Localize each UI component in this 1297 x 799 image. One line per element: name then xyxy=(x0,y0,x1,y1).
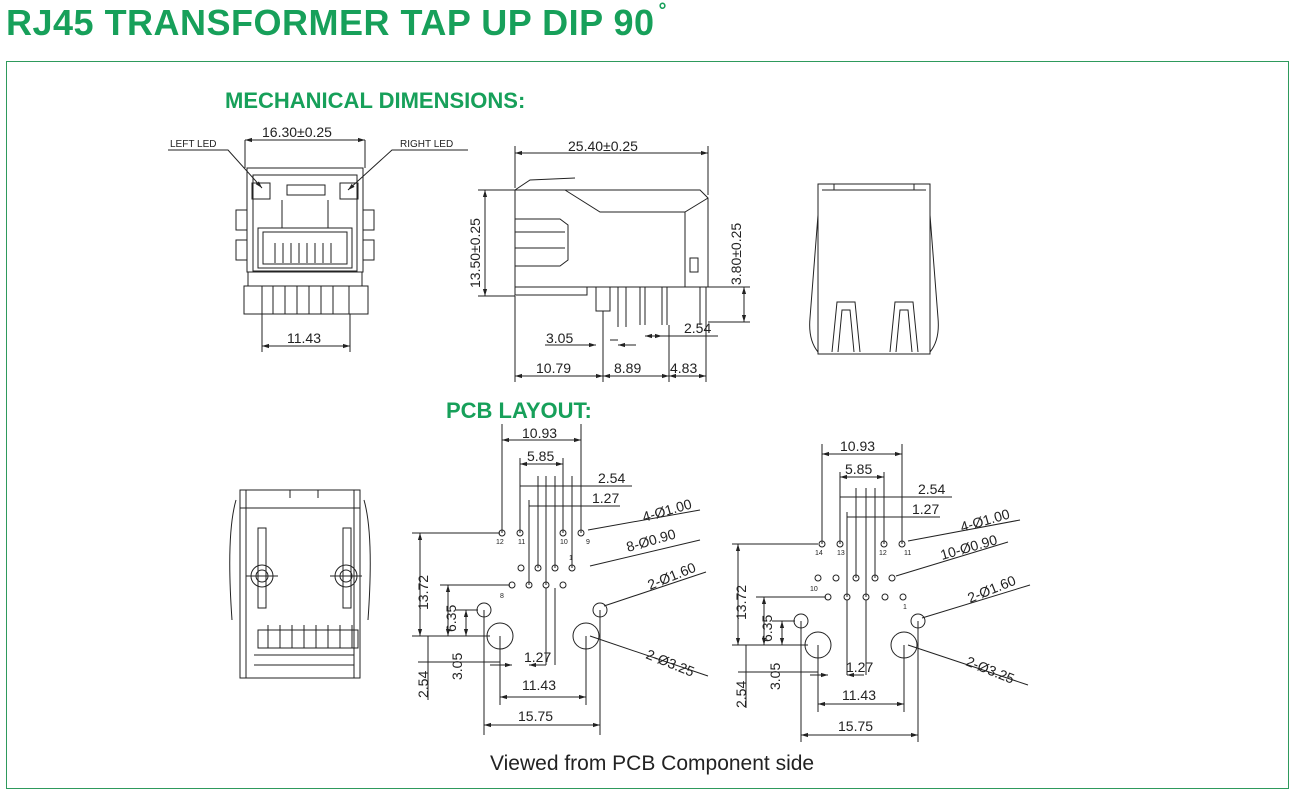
pcb-right-pin-13: 13 xyxy=(837,550,845,557)
pcb-left-pin-10: 10 xyxy=(560,539,568,546)
side-length-dimension: 25.40±0.25 xyxy=(568,138,638,154)
pcb-left-v-254: 2.54 xyxy=(415,671,431,698)
pcb-right-b-1575: 15.75 xyxy=(838,718,873,734)
page-title: RJ45 TRANSFORMER TAP UP DIP 90° xyxy=(6,0,667,43)
pcb-left-hole-2a: 2-Ø1.60 xyxy=(645,559,698,593)
pcb-left-b-127: 1.27 xyxy=(524,649,551,665)
pcb-right-hole-10: 10-Ø0.90 xyxy=(938,531,999,563)
pcb-right-pin-14: 14 xyxy=(815,550,823,557)
side-bottom-dim-1: 10.79 xyxy=(536,360,571,376)
degree-symbol: ° xyxy=(658,0,667,22)
pcb-right-pin-10: 10 xyxy=(810,586,818,593)
pcb-right-b-1143: 11.43 xyxy=(842,687,876,703)
pcb-right-dim-254: 2.54 xyxy=(918,481,945,497)
right-led-label: RIGHT LED xyxy=(400,139,453,150)
pcb-left-v-1372: 13.72 xyxy=(415,575,431,610)
pcb-right-b-127: 1.27 xyxy=(846,659,873,675)
side-bottom-dim-2: 8.89 xyxy=(614,360,641,376)
front-width-dimension: 16.30±0.25 xyxy=(262,124,332,140)
drawing-frame xyxy=(6,61,1289,789)
view-caption: Viewed from PCB Component side xyxy=(490,752,815,775)
pcb-right-pin-1: 1 xyxy=(903,604,907,611)
pcb-left-pin-12: 12 xyxy=(496,539,504,546)
pcb-left-v-635: 6.35 xyxy=(443,605,459,632)
pcb-right-pin-11: 11 xyxy=(904,550,911,557)
pcb-left-b-1575: 15.75 xyxy=(518,708,553,724)
pcb-left-pin-8: 8 xyxy=(500,593,504,600)
pcb-right-dim-1093: 10.93 xyxy=(840,438,875,454)
pcb-left-dim-254: 2.54 xyxy=(598,470,625,486)
pcb-right-hole-2b: 2-Ø3.25 xyxy=(964,653,1017,687)
pcb-right-v-635: 6.35 xyxy=(759,615,775,642)
pcb-left-hole-2b: 2-Ø3.25 xyxy=(644,646,697,680)
pcb-left-dim-127: 1.27 xyxy=(592,490,619,506)
side-bottom-dim-3: 4.83 xyxy=(670,360,697,376)
pcb-right-v-305: 3.05 xyxy=(767,663,783,690)
mechanical-dimensions-heading: MECHANICAL DIMENSIONS: xyxy=(225,88,526,113)
pcb-left-pin-1: 1 xyxy=(569,555,573,562)
pcb-left-hole-4: 4-Ø1.00 xyxy=(640,496,693,525)
bottom-view xyxy=(229,489,371,679)
pcb-layout-left: 10.93 5.85 2.54 1.27 4-Ø1.00 8-Ø0.90 2-Ø… xyxy=(412,424,709,735)
pcb-right-dim-585: 5.85 xyxy=(845,461,872,477)
pcb-left-b-1143: 11.43 xyxy=(522,677,556,693)
side-height-dimension: 13.50±0.25 xyxy=(467,218,483,288)
side-view: 25.40±0.25 13.50±0.25 3.80±0.25 3.05 2.5… xyxy=(467,138,750,382)
pcb-right-hole-2a: 2-Ø1.60 xyxy=(965,572,1018,606)
pcb-left-pin-9: 9 xyxy=(586,539,590,546)
front-view: LEFT LED RIGHT LED 16.30±0.25 11.43 xyxy=(168,124,468,352)
pcb-right-hole-4: 4-Ø1.00 xyxy=(958,506,1011,535)
pcb-right-v-1372: 13.72 xyxy=(733,585,749,620)
pcb-right-v-254: 2.54 xyxy=(733,681,749,708)
left-led-label: LEFT LED xyxy=(170,139,217,150)
pcb-left-hole-8: 8-Ø0.90 xyxy=(624,526,677,555)
front-pin-span-dimension: 11.43 xyxy=(287,330,321,346)
side-pin-offset-dimension: 3.05 xyxy=(546,330,573,346)
side-pin-pitch-dimension: 2.54 xyxy=(684,320,711,336)
pcb-left-pin-11: 11 xyxy=(518,539,525,546)
pcb-layout-right: 10.93 5.85 2.54 1.27 4-Ø1.00 10-Ø0.90 2-… xyxy=(732,438,1031,742)
rear-view xyxy=(809,183,939,355)
pcb-right-dim-127: 1.27 xyxy=(912,501,939,517)
pcb-right-pin-12: 12 xyxy=(879,550,887,557)
pcb-left-dim-1093: 10.93 xyxy=(522,425,557,441)
pcb-left-dim-585: 5.85 xyxy=(527,448,554,464)
pcb-layout-heading: PCB LAYOUT: xyxy=(446,398,592,423)
side-pin-height-dimension: 3.80±0.25 xyxy=(728,223,744,285)
pcb-left-v-305: 3.05 xyxy=(449,653,465,680)
